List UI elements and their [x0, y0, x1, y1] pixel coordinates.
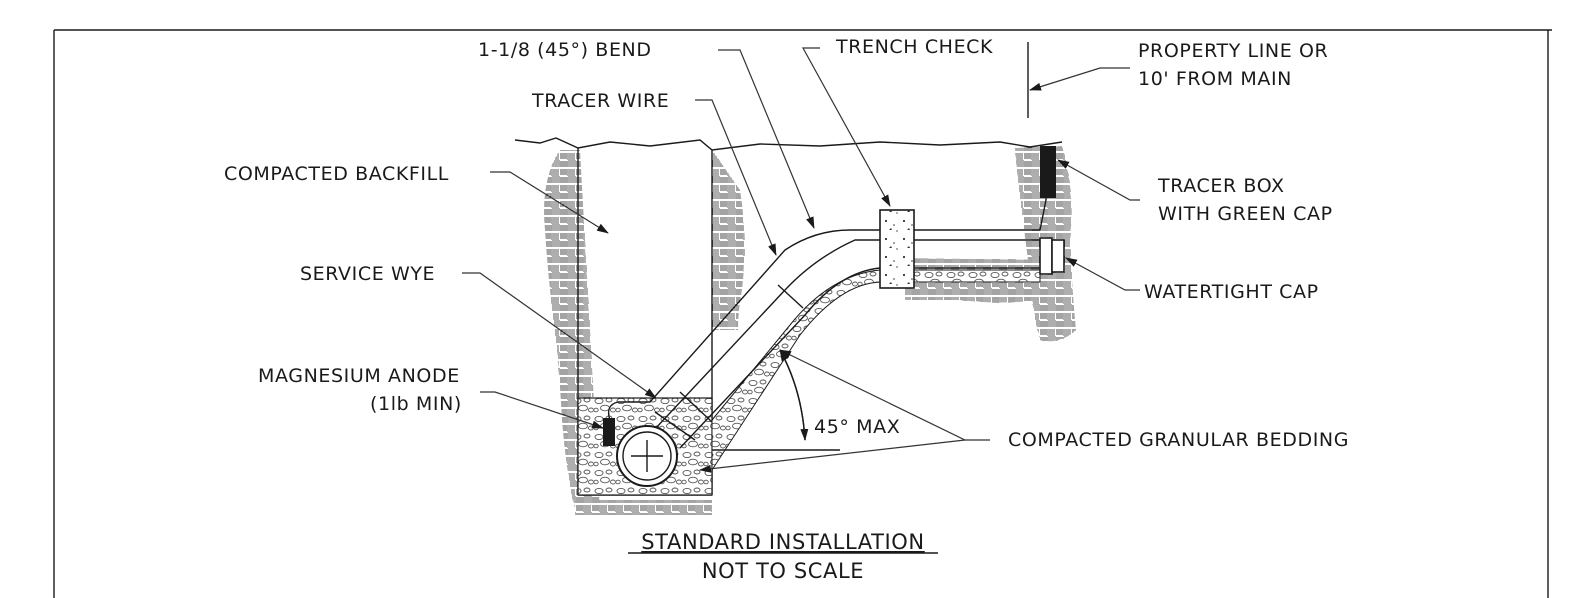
label-tracer-box-1: TRACER BOX	[1157, 175, 1285, 197]
label-property-line-2: 10' FROM MAIN	[1138, 68, 1292, 90]
drawing-title: STANDARD INSTALLATION	[641, 530, 924, 554]
label-tracer-wire: TRACER WIRE	[531, 90, 669, 112]
watertight-cap	[1039, 237, 1065, 275]
label-magnesium-anode-2: (1lb MIN)	[370, 393, 462, 415]
label-angle: 45° MAX	[814, 416, 900, 438]
label-trench-check: TRENCH CHECK	[835, 36, 993, 58]
drawing-subtitle: NOT TO SCALE	[702, 559, 864, 583]
magnesium-anode	[603, 418, 615, 446]
label-magnesium-anode-1: MAGNESIUM ANODE	[258, 365, 460, 387]
label-bend: 1-1/8 (45°) BEND	[478, 39, 652, 61]
tracer-box	[1040, 146, 1056, 198]
label-service-wye: SERVICE WYE	[300, 263, 435, 285]
label-compacted-backfill: COMPACTED BACKFILL	[224, 163, 449, 185]
main-pipe	[616, 425, 678, 487]
leader-lines	[462, 47, 1140, 473]
sheet-border	[53, 29, 1552, 598]
pipe-bedding	[711, 269, 1041, 472]
trench-check	[879, 209, 915, 289]
ground-surface-line	[514, 137, 1063, 151]
label-watertight-cap: WATERTIGHT CAP	[1144, 281, 1319, 303]
label-property-line-1: PROPERTY LINE OR	[1138, 40, 1328, 62]
label-tracer-box-2: WITH GREEN CAP	[1158, 203, 1333, 225]
label-bedding: COMPACTED GRANULAR BEDDING	[1008, 429, 1349, 451]
service-pipe	[639, 239, 1040, 449]
